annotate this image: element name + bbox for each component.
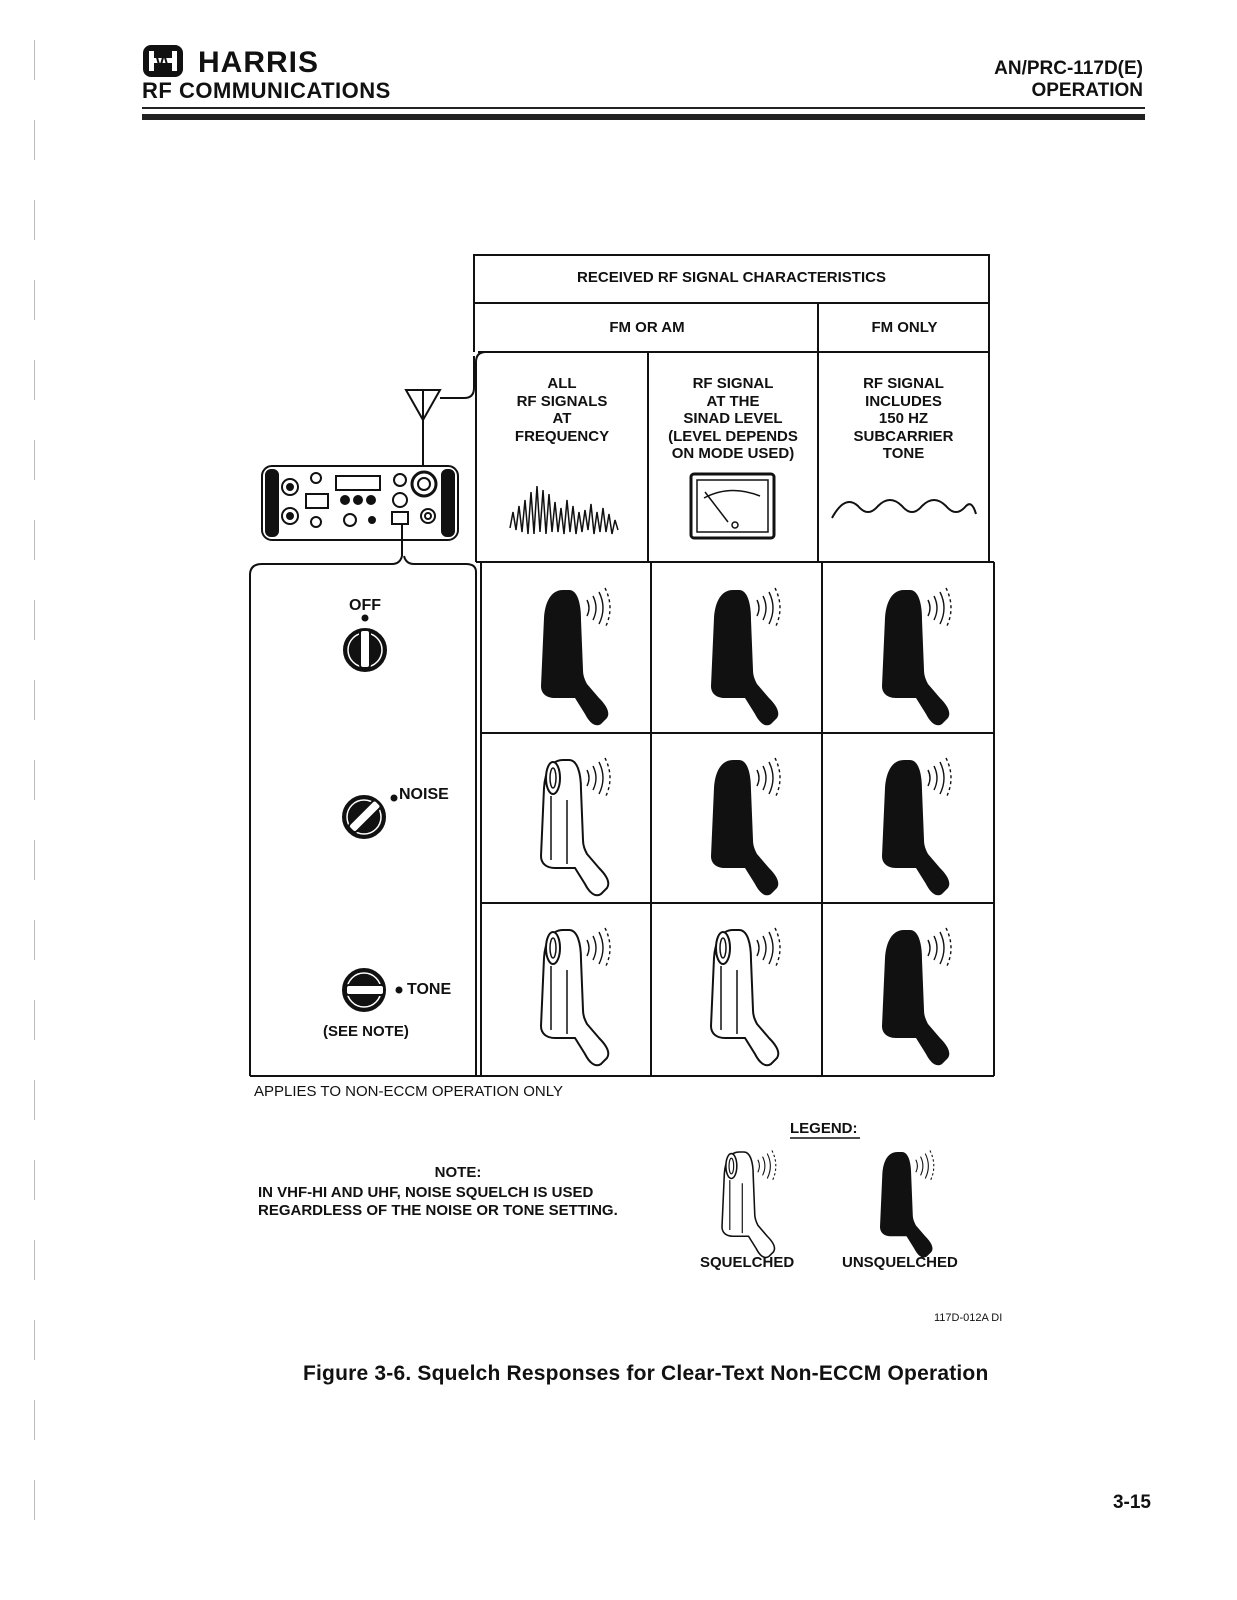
unsquelched-handset-icon bbox=[710, 587, 781, 726]
group-header-fm-only: FM ONLY bbox=[871, 319, 938, 336]
antenna-icon bbox=[404, 356, 475, 470]
signal-meter-icon bbox=[689, 472, 776, 540]
margin-mark bbox=[34, 840, 35, 880]
table-title: RECEIVED RF SIGNAL CHARACTERISTICS bbox=[577, 269, 886, 286]
unsquelched-handset-icon bbox=[881, 757, 952, 896]
unsquelched-handset-icon bbox=[881, 587, 952, 726]
brand-name: HARRIS bbox=[198, 46, 320, 79]
margin-mark bbox=[34, 360, 35, 400]
margin-mark bbox=[34, 1320, 35, 1360]
margin-mark bbox=[34, 1160, 35, 1200]
knob-label-off: OFF bbox=[349, 597, 381, 614]
column-label-sinad-level: RF SIGNAL AT THE SINAD LEVEL (LEVEL DEPE… bbox=[668, 375, 798, 462]
margin-mark bbox=[34, 1400, 35, 1440]
note-text: IN VHF-HI AND UHF, NOISE SQUELCH IS USED… bbox=[258, 1184, 618, 1220]
harris-logo-icon bbox=[142, 44, 184, 78]
margin-mark bbox=[34, 1240, 35, 1280]
header-rule-thin bbox=[142, 107, 1145, 109]
squelch-knob-off-icon bbox=[343, 614, 387, 672]
document-id: AN/PRC-117D(E) bbox=[994, 58, 1143, 79]
noise-waveform-icon bbox=[509, 485, 619, 535]
margin-mark bbox=[34, 1000, 35, 1040]
figure-id: 117D-012A DI bbox=[934, 1312, 1003, 1324]
document-section: OPERATION bbox=[1031, 80, 1143, 101]
margin-mark bbox=[34, 760, 35, 800]
applies-note: APPLIES TO NON-ECCM OPERATION ONLY bbox=[254, 1083, 563, 1100]
knob-label-tone: TONE bbox=[407, 981, 452, 998]
brand-subtitle: RF COMMUNICATIONS bbox=[142, 78, 391, 103]
margin-mark bbox=[34, 200, 35, 240]
figure-caption: Figure 3-6. Squelch Responses for Clear-… bbox=[303, 1362, 989, 1385]
squelch-knob-noise-icon bbox=[342, 794, 398, 839]
knob-label-noise: NOISE bbox=[399, 786, 449, 803]
margin-mark bbox=[34, 1080, 35, 1120]
knob-sublabel-see-note: (SEE NOTE) bbox=[323, 1023, 409, 1040]
margin-mark bbox=[34, 680, 35, 720]
margin-mark bbox=[34, 40, 35, 80]
note-title: NOTE: bbox=[434, 1164, 482, 1181]
squelched-handset-icon bbox=[540, 757, 611, 897]
legend-label-squelched: SQUELCHED bbox=[700, 1254, 795, 1271]
legend-squelched-handset-icon bbox=[721, 1149, 777, 1259]
squelch-knob-tone-icon bbox=[342, 968, 403, 1012]
note-line: IN VHF-HI AND UHF, NOISE SQUELCH IS USED bbox=[258, 1184, 594, 1201]
group-header-fm-or-am: FM OR AM bbox=[609, 319, 685, 336]
margin-mark bbox=[34, 440, 35, 480]
page-number: 3-15 bbox=[1112, 1492, 1151, 1513]
unsquelched-handset-icon bbox=[881, 927, 952, 1066]
legend-label-unsquelched: UNSQUELCHED bbox=[842, 1254, 958, 1271]
squelched-handset-icon bbox=[710, 927, 781, 1067]
radio-unit-icon bbox=[261, 465, 459, 556]
sine-wave-icon bbox=[831, 499, 977, 519]
column-label-tone: RF SIGNAL INCLUDES 150 HZ SUBCARRIER TON… bbox=[853, 375, 954, 462]
header-rule-thick bbox=[142, 114, 1145, 120]
squelched-handset-icon bbox=[540, 927, 611, 1067]
margin-mark bbox=[34, 920, 35, 960]
legend-title: LEGEND: bbox=[790, 1120, 858, 1137]
margin-mark bbox=[34, 600, 35, 640]
column-label-all-signals: ALL RF SIGNALS AT FREQUENCY bbox=[514, 375, 610, 445]
unsquelched-handset-icon bbox=[710, 757, 781, 896]
margin-mark bbox=[34, 280, 35, 320]
legend-unsquelched-handset-icon bbox=[879, 1149, 935, 1259]
note-line: REGARDLESS OF THE NOISE OR TONE SETTING. bbox=[258, 1202, 618, 1219]
unsquelched-handset-icon bbox=[540, 587, 611, 726]
margin-mark bbox=[34, 520, 35, 560]
margin-mark bbox=[34, 120, 35, 160]
margin-mark bbox=[34, 1480, 35, 1520]
